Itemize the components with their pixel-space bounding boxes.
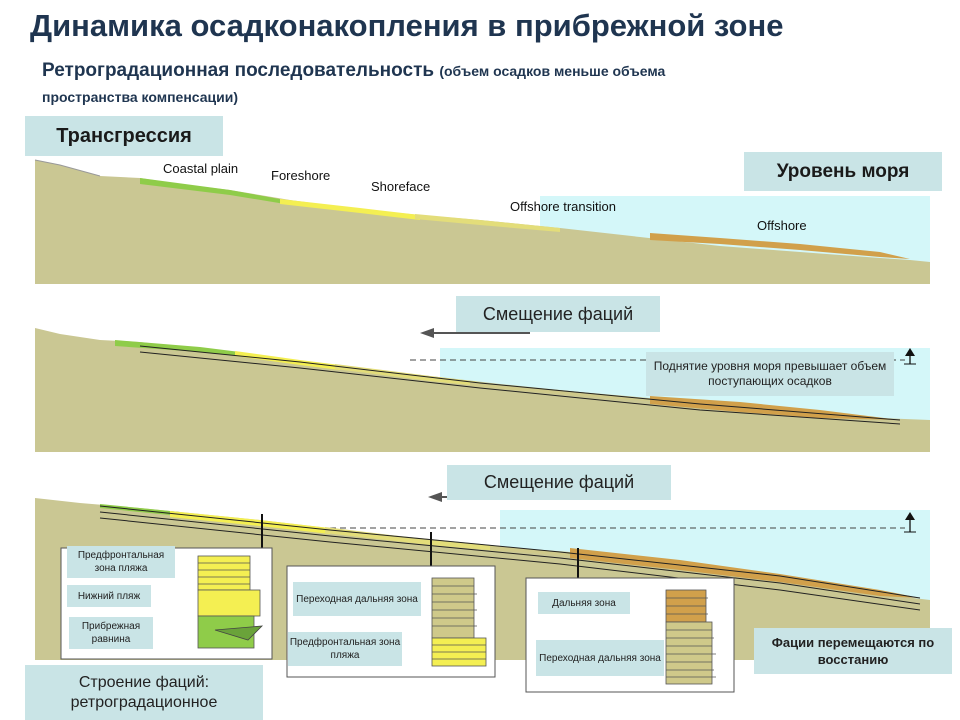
facies-log-2 <box>431 577 487 667</box>
strata-line-2a <box>139 345 901 421</box>
subtitle-main: Ретроградационная последовательность <box>42 60 435 81</box>
facies-structure-label: Строение фаций: ретроградационное <box>25 665 263 720</box>
column-1-facies-label: Нижний пляж <box>67 585 151 607</box>
panel-1 <box>34 159 930 284</box>
facies-migrate-note: Фации перемещаются по восстанию <box>754 628 952 674</box>
subtitle-note-line2: пространства компенсации) <box>42 89 239 105</box>
transition-layer-3 <box>490 546 570 556</box>
column-2-facies-label: Переходная дальняя зона <box>293 582 421 616</box>
facies-log-3 <box>665 589 716 685</box>
column-3-facies-label: Переходная дальняя зона <box>536 640 664 676</box>
column-2-facies-label: Предфронтальная зона пляжа <box>288 632 402 666</box>
shoreline-1 <box>34 159 101 177</box>
rise-arrowhead-2 <box>905 348 915 356</box>
facies-label-foreshore: Foreshore <box>271 168 331 183</box>
column-1-facies-label: Предфронтальная зона пляжа <box>67 546 175 578</box>
column-1-facies-label: Прибрежная равнина <box>69 617 153 649</box>
strata-line-2b <box>139 351 901 425</box>
coastal-plain-layer-1 <box>140 178 285 204</box>
facies-shift-label-2: Смещение фаций <box>447 465 671 500</box>
strata-line-3c <box>99 517 921 611</box>
offshore-layer-2 <box>650 396 900 420</box>
shoreface-layer-1 <box>415 214 560 232</box>
offshore-layer-3 <box>570 548 920 598</box>
foreshore-layer-3 <box>170 511 330 534</box>
subtitle-note-line1: (объем осадков меньше объема <box>439 63 666 79</box>
facies-label-offshore-transition: Offshore transition <box>510 199 616 214</box>
page-title: Динамика осадконакопления в прибрежной з… <box>30 8 784 43</box>
facies-label-coastal-plain: Coastal plain <box>163 161 239 176</box>
column-3-facies-label: Дальняя зона <box>538 592 630 614</box>
facies-shift-label-1: Смещение фаций <box>456 296 660 332</box>
subtitle: Ретроградационная последовательность (об… <box>42 60 665 82</box>
sea-level-label: Уровень моря <box>744 152 942 191</box>
left-arrow-1 <box>420 328 530 338</box>
foreshore-layer-1 <box>280 199 420 220</box>
sea-rise-note: Поднятие уровня моря превышает объем пос… <box>646 352 894 396</box>
strata-line-3a <box>99 505 921 599</box>
facies-log-1 <box>197 555 264 649</box>
transgression-label: Трансгрессия <box>25 116 223 156</box>
facies-label-offshore: Offshore <box>757 218 807 233</box>
offshore-layer-1 <box>650 233 910 259</box>
rise-arrowhead-3 <box>905 512 915 520</box>
coastal-plain-layer-2 <box>115 340 240 356</box>
facies-label-shoreface: Shoreface <box>371 179 431 194</box>
strata-line-3b <box>99 511 921 605</box>
shoreface-layer-3 <box>325 527 500 551</box>
